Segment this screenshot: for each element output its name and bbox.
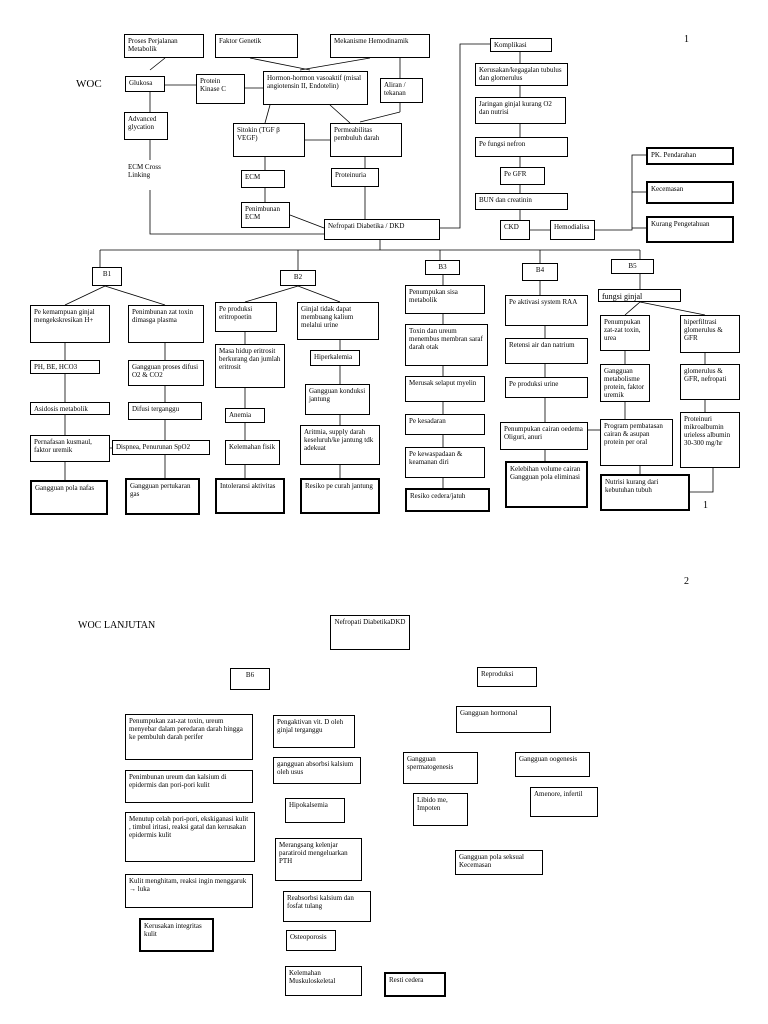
node-penimbunan-ecm: Penimbunan ECM (241, 202, 290, 228)
node-b1-difusi-terganggu: Difusi terganggu (128, 402, 202, 420)
node-b5-nutrisi-kurang: Nutrisi kurang dari kebutuhan tubuh (600, 474, 690, 511)
node-kerusakan-tubulus: Kerusakan/kegagalan tubulus dan glomerul… (475, 63, 568, 86)
node-b5-hiperfiltrasi: hiperfiltrasi glomerulus & GFR (680, 315, 740, 353)
node-b4-raa: Pe aktivasi system RAA (505, 295, 588, 326)
node-b3-toxin-ureum: Toxin dan ureum menembus membran saraf d… (405, 324, 488, 366)
node-b2: B2 (280, 270, 316, 286)
node-b2-hiperkalemia: Hiperkalemia (310, 350, 360, 366)
node-protein-kinase-c: Protein Kinase C (196, 74, 245, 104)
node-b2-anemia: Anemia (225, 408, 265, 423)
node-b2-eritropoetin: Pe produksi eritropoetin (215, 302, 277, 332)
node-p2-muskuloskeletal: Kelemahan Muskuloskeletal (285, 966, 362, 996)
node-b3-myelin: Merusak selaput myelin (405, 376, 485, 402)
node-b4-kelebihan-cairan: Kelebihan volume cairan Gangguan pola el… (505, 461, 588, 508)
node-b4: B4 (522, 263, 558, 281)
node-p2-reproduksi: Reproduksi (477, 667, 537, 687)
node-b2-aritmia: Aritmia, supply darah keseluruh/ke jantu… (300, 425, 380, 465)
node-p2-spermatogenesis: Gangguan spermatogenesis (403, 752, 478, 784)
node-proteinuria: Proteinuria (331, 168, 379, 187)
node-p2-ureum-perifer: Penumpukan zat-zat toxin, ureum menyebar… (125, 714, 253, 760)
node-b2-curah-jantung: Resiko pe curah jantung (300, 478, 380, 514)
node-p2-amenore: Amenore, infertil (530, 787, 598, 817)
node-hemodialisa: Hemodialisa (550, 220, 595, 240)
node-ckd: CKD (500, 220, 530, 240)
node-b5: B5 (611, 259, 654, 274)
node-b1-asidosis: Asidosis metabolik (30, 402, 110, 415)
node-sitokin: Sitokin (TGF β VEGF) (233, 123, 305, 157)
node-b2-kelemahan-fisik: Kelemahan fisik (225, 440, 280, 465)
node-b5-nefropati: glomerulus & GFR, nefropati (680, 364, 740, 400)
node-b5-penumpukan-toxin: Penumpukan zat-zat toxin, urea (600, 315, 650, 351)
node-b4-oedema: Penumpukan cairan oedema Oliguri, anuri (500, 422, 588, 450)
node-p2-gangguan-hormonal: Gangguan hormonal (456, 706, 551, 733)
node-b1-kusmaul: Pernafasan kusmaul, faktor uremik (30, 435, 110, 462)
node-aliran-tekanan: Aliran / tekanan (380, 78, 423, 103)
node-b3: B3 (425, 260, 460, 275)
node-p2-pola-seksual: Gangguan pola seksual Kecemasan (455, 850, 543, 875)
node-b2-konduksi: Gangguan konduksi jantung (305, 384, 370, 415)
node-jaringan-ginjal: Jaringan ginjal kurang O2 dan nutrisi (475, 97, 566, 124)
node-b1-ph: PH, BE, HCO3 (30, 360, 100, 374)
node-b2-kalium: Ginjal tidak dapat membuang kalium melal… (297, 302, 379, 340)
node-b5-program-pembatasan: Program pembatasan cairan & asupan prote… (600, 419, 673, 466)
node-nefropati-diabetika: Nefropati Diabetika / DKD (324, 219, 440, 240)
page-number: 1 (684, 34, 689, 45)
node-pe-gfr: Pe GFR (500, 167, 545, 185)
node-b3-resiko-cedera: Resiko cedera/jatuh (405, 488, 490, 512)
node-b3-sisa-metabolik: Penumpukan sisa metabolik (405, 285, 485, 314)
page-number-footer: 1 (703, 500, 708, 511)
node-b1-difusi-o2: Gangguan proses difusi O2 & CO2 (128, 360, 204, 386)
node-b1-pertukaran-gas: Gangguan pertukaran gas (125, 478, 200, 515)
node-p2-paratiroid: Merangsang kelenjar paratiroid mengeluar… (275, 838, 362, 881)
node-p2-hipokalsemia: Hipokalsemia (285, 798, 345, 823)
node-b5-fungsi-ginjal: fungsi ginjal (598, 289, 681, 302)
node-b2-masa-hidup: Masa hidup eritrosit berkurang dan jumla… (215, 344, 285, 388)
node-b3-kesadaran: Pe kesadaran (405, 414, 485, 435)
node-hormon-vasoaktif: Hormon-hormon vasoaktif (misal angiotens… (263, 71, 368, 105)
node-pk-pendarahan: PK. Pendarahan (646, 147, 734, 165)
node-kurang-pengetahuan: Kurang Pengetahuan (646, 216, 734, 243)
node-permeabilitas: Permeabilitas pembuluh darah (330, 123, 402, 157)
page-title: WOC (76, 78, 102, 90)
node-p2-pori-pori: Menutup celah pori-pori, ekskiganasi kul… (125, 812, 255, 862)
node-b1-gangguan-pola-nafas: Gangguan pola nafas (30, 480, 108, 515)
node-p2-nefropati: Nefropati DiabetikaDKD (330, 615, 410, 650)
node-advanced-glycation: Advanced glycation (124, 112, 168, 140)
node-p2-penimbunan-kulit: Penimbunan ureum dan kalsium di epidermi… (125, 770, 253, 803)
node-bun-creatinin: BUN dan creatinin (475, 193, 568, 210)
node-b2-intoleransi: Intoleransi aktivitas (215, 478, 285, 514)
node-b1: B1 (92, 267, 122, 286)
node-p2-absorbsi-kalsium: gangguan absorbsi kalsium oleh usus (273, 757, 361, 784)
node-mekanisme-hemodinamik: Mekanisme Hemodinamik (330, 34, 430, 58)
node-p2-osteoporosis: Osteoporosis (286, 930, 336, 951)
node-ecm-cross-linking: ECM Cross Linking (128, 163, 161, 180)
node-p2-vit-d: Pengaktivan vit. D oleh ginjal terganggu (273, 715, 355, 748)
node-kecemasan: Kecemasan (646, 181, 734, 204)
node-faktor-genetik: Faktor Genetik (215, 34, 298, 58)
node-b5-proteinuri: Proteinuri mikroalbumin urieless albumin… (680, 412, 740, 468)
node-glukosa: Glukosa (125, 76, 165, 92)
node-p2-oogenesis: Gangguan oogenesis (515, 752, 590, 777)
node-ecm: ECM (241, 170, 285, 188)
node-proses-metabolik: Proses Perjalanan Metabolik (124, 34, 204, 58)
node-p2-resti-cedera: Resti cedera (384, 972, 446, 997)
node-fungsi-nefron: Pe fungsi nefron (475, 137, 568, 157)
node-p2-integritas-kulit: Kerusakan integritas kulit (139, 918, 214, 952)
page2-title: WOC LANJUTAN (78, 620, 156, 631)
node-b5-metabolisme-protein: Gangguan metabolisme protein, faktor ure… (600, 364, 650, 402)
node-b1-penimbunan-toxin: Penimbunan zat toxin dimasga plasma (128, 305, 204, 343)
node-p2-reabsorbsi: Reabsorbsi kalsium dan fosfat tulang (283, 891, 371, 922)
node-b1-ekskresi-h: Pe kemampuan ginjal mengekskresikan H+ (30, 305, 110, 343)
node-b1-dispnea: Dispnea, Penurunan SpO2 (112, 440, 210, 455)
node-p2-b6: B6 (230, 668, 270, 690)
node-p2-kulit-menghitam: Kulit menghitam, reaksi ingin menggaruk … (125, 874, 253, 908)
node-p2-libido: Libido me, Impoten (413, 793, 468, 826)
node-b4-produksi-urine: Pe produksi urine (505, 377, 588, 398)
node-b3-kewaspadaan: Pe kewaspadaan & keamanan diri (405, 447, 485, 478)
node-komplikasi: Komplikasi (490, 38, 552, 52)
node-b4-retensi: Retensi air dan natrium (505, 338, 588, 364)
page-number-2: 2 (684, 576, 689, 587)
